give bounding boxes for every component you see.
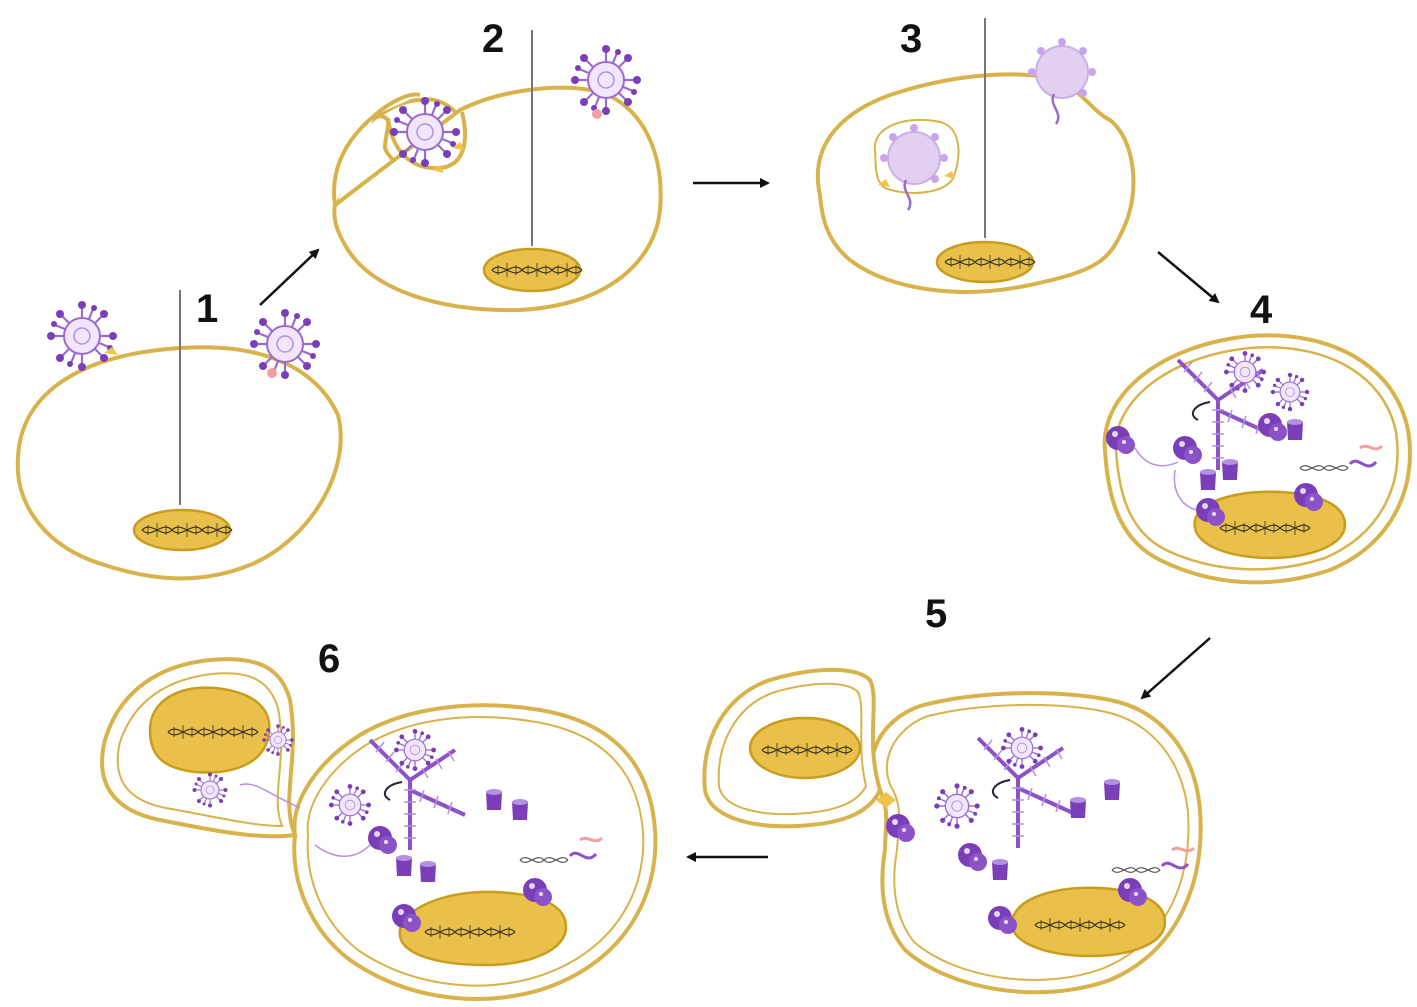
protein bbox=[1222, 459, 1238, 480]
receptor bbox=[432, 165, 444, 173]
virus-particle bbox=[248, 307, 322, 381]
stage-1-attachment: 1 bbox=[15, 287, 343, 581]
flow-arrows bbox=[259, 178, 1220, 862]
stage-4-replication: 4 bbox=[1102, 288, 1412, 585]
step-number-5: 5 bbox=[925, 592, 947, 636]
nucleus-4 bbox=[1193, 490, 1347, 560]
virus-particle bbox=[1223, 350, 1267, 394]
receptor bbox=[592, 109, 602, 119]
virus-particle bbox=[569, 43, 643, 117]
protein bbox=[512, 799, 528, 820]
stage-2-entry: 2 bbox=[332, 17, 663, 313]
receptor bbox=[104, 347, 118, 355]
virus-particle bbox=[261, 723, 295, 757]
arrow-3-to-4 bbox=[1157, 251, 1220, 304]
receptor bbox=[452, 142, 465, 150]
nucleus-2 bbox=[482, 247, 582, 293]
host-cell-2-body bbox=[332, 85, 663, 313]
protein bbox=[1104, 779, 1120, 800]
step-number-6: 6 bbox=[318, 637, 340, 681]
nucleus-5a bbox=[748, 716, 862, 780]
nucleus-1 bbox=[132, 508, 232, 552]
virus-particle bbox=[1000, 726, 1044, 770]
protein bbox=[396, 855, 412, 876]
nucleus-6b bbox=[398, 890, 568, 967]
receptor bbox=[944, 171, 955, 179]
virus-particle bbox=[328, 783, 372, 827]
virus-particle bbox=[388, 95, 462, 169]
nucleus-3 bbox=[935, 240, 1035, 284]
stage-5-budding: 5 bbox=[702, 592, 1203, 995]
protein bbox=[1287, 419, 1303, 440]
virus-particle bbox=[1270, 372, 1310, 412]
host-cell-3 bbox=[815, 72, 1136, 294]
protein bbox=[486, 789, 502, 810]
virus-particle bbox=[393, 728, 437, 772]
step-number-4: 4 bbox=[1250, 288, 1273, 332]
virus-particle bbox=[45, 299, 119, 373]
receptor bbox=[878, 179, 890, 187]
stage-6-release: 6 bbox=[100, 637, 658, 1001]
step-number-1: 1 bbox=[196, 287, 218, 331]
protein bbox=[420, 861, 436, 882]
virus-particle bbox=[933, 782, 981, 830]
protein bbox=[992, 859, 1008, 880]
arrow-1-to-2 bbox=[259, 248, 320, 306]
step-number-2: 2 bbox=[482, 17, 504, 61]
stage-3-uncoating: 3 bbox=[815, 17, 1136, 294]
receptor bbox=[876, 792, 896, 808]
arrow-4-to-5 bbox=[1140, 637, 1211, 700]
protein bbox=[1070, 797, 1086, 818]
virus-particle bbox=[191, 771, 229, 809]
receptor bbox=[267, 368, 277, 378]
step-number-3: 3 bbox=[900, 17, 922, 61]
protein bbox=[1200, 469, 1216, 490]
